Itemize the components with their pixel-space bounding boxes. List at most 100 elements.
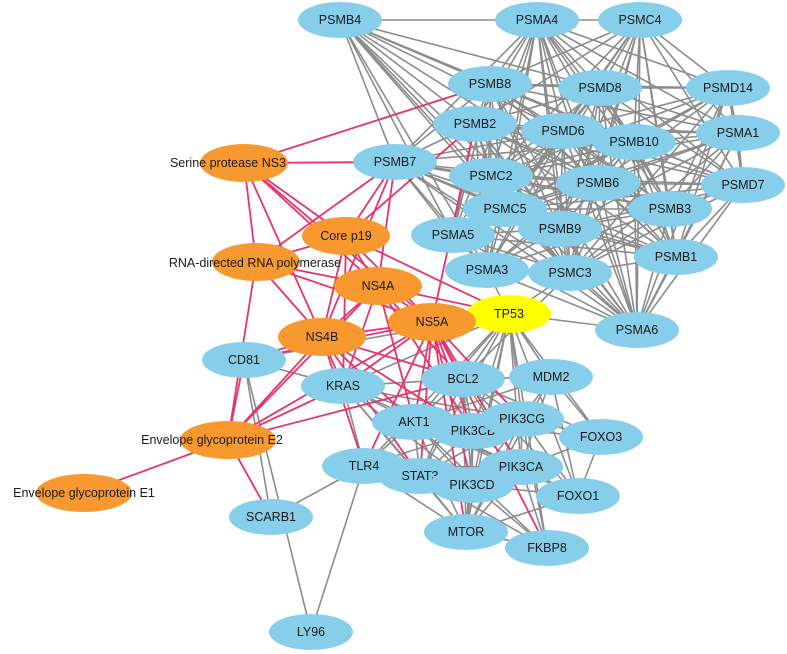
node-shape-ns3[interactable] — [200, 144, 288, 182]
node-psmb3[interactable]: PSMB3 — [628, 191, 712, 227]
node-label-psmb2: PSMB2 — [454, 117, 496, 131]
node-psmd14[interactable]: PSMD14 — [686, 70, 770, 106]
node-shape-psmb1[interactable] — [634, 239, 718, 275]
node-shape-core[interactable] — [302, 217, 390, 255]
node-shape-foxo3[interactable] — [559, 419, 643, 455]
node-shape-psmb4[interactable] — [298, 2, 382, 38]
node-psmc3[interactable]: PSMC3 — [528, 255, 612, 291]
node-shape-psmc4[interactable] — [598, 2, 682, 38]
host-edge-bcl2-foxo1 — [462, 378, 579, 497]
node-psma3[interactable]: PSMA3 — [445, 252, 529, 288]
node-psma4[interactable]: PSMA4 — [495, 2, 579, 38]
node-shape-pik3cg[interactable] — [480, 401, 564, 437]
node-shape-e2[interactable] — [180, 421, 276, 459]
node-shape-rdrp[interactable] — [212, 243, 300, 281]
node-shape-psma5[interactable] — [411, 217, 495, 253]
node-shape-psma4[interactable] — [495, 2, 579, 38]
node-shape-ns4a[interactable] — [334, 267, 422, 305]
host-edge-tp53-pik3ca — [508, 313, 522, 468]
node-psmb2[interactable]: PSMB2 — [433, 106, 517, 142]
node-shape-fkbp8[interactable] — [505, 530, 589, 566]
node-kras[interactable]: KRAS — [301, 368, 385, 404]
node-psmb1[interactable]: PSMB1 — [634, 239, 718, 275]
node-foxo3[interactable]: FOXO3 — [559, 419, 643, 455]
node-shape-psmc3[interactable] — [528, 255, 612, 291]
node-shape-bcl2[interactable] — [421, 361, 505, 397]
node-shape-ns5a[interactable] — [388, 303, 476, 341]
node-ns4b[interactable]: NS4B — [278, 318, 366, 356]
node-shape-pik3ca[interactable] — [479, 449, 563, 485]
node-e2[interactable]: Envelope glycoprotein E2 — [141, 421, 283, 459]
node-shape-psma6[interactable] — [595, 312, 679, 348]
node-psmb4[interactable]: PSMB4 — [298, 2, 382, 38]
node-shape-tp53[interactable] — [467, 295, 551, 333]
node-rdrp[interactable]: RNA-directed RNA polymerase — [169, 243, 341, 281]
node-pik3ca[interactable]: PIK3CA — [479, 449, 563, 485]
node-psmc4[interactable]: PSMC4 — [598, 2, 682, 38]
host-edge-psmb4-psmb2 — [339, 19, 476, 125]
node-psmd8[interactable]: PSMD8 — [558, 70, 642, 106]
node-shape-kras[interactable] — [301, 368, 385, 404]
node-shape-psmd8[interactable] — [558, 70, 642, 106]
node-label-bcl2: BCL2 — [447, 372, 478, 386]
node-shape-psmc5[interactable] — [463, 191, 547, 227]
node-shape-psmd7[interactable] — [701, 167, 785, 203]
node-shape-psma3[interactable] — [445, 252, 529, 288]
node-tp53[interactable]: TP53 — [467, 295, 551, 333]
node-shape-psmd6[interactable] — [521, 113, 605, 149]
node-shape-cd81[interactable] — [202, 342, 286, 378]
node-psma5[interactable]: PSMA5 — [411, 217, 495, 253]
host-edge-psmd8-psmb1 — [599, 87, 677, 258]
node-psmd7[interactable]: PSMD7 — [701, 167, 785, 203]
node-shape-mdm2[interactable] — [509, 359, 593, 395]
node-shape-e1[interactable] — [36, 474, 132, 512]
node-psmc2[interactable]: PSMC2 — [449, 158, 533, 194]
node-pik3cg[interactable]: PIK3CG — [480, 401, 564, 437]
node-label-psma3: PSMA3 — [466, 263, 508, 277]
node-shape-psmc2[interactable] — [449, 158, 533, 194]
node-psmb10[interactable]: PSMB10 — [592, 124, 676, 160]
node-e1[interactable]: Envelope glycoprotein E1 — [13, 474, 155, 512]
node-shape-psmb8[interactable] — [448, 66, 532, 102]
node-psmc5[interactable]: PSMC5 — [463, 191, 547, 227]
node-psmb8[interactable]: PSMB8 — [448, 66, 532, 102]
node-ly96[interactable]: LY96 — [269, 614, 353, 650]
node-ns5a[interactable]: NS5A — [388, 303, 476, 341]
node-shape-ly96[interactable] — [269, 614, 353, 650]
node-psmb6[interactable]: PSMB6 — [556, 165, 640, 201]
node-shape-psmb2[interactable] — [433, 106, 517, 142]
node-psmb7[interactable]: PSMB7 — [353, 144, 437, 180]
viral-edge-ns3-psmb8 — [243, 83, 491, 164]
node-psma1[interactable]: PSMA1 — [696, 115, 780, 151]
node-shape-foxo1[interactable] — [536, 478, 620, 514]
node-fkbp8[interactable]: FKBP8 — [505, 530, 589, 566]
node-shape-ns4b[interactable] — [278, 318, 366, 356]
node-ns3[interactable]: Serine protease NS3 — [170, 144, 288, 182]
node-mtor[interactable]: MTOR — [424, 514, 508, 550]
node-ns4a[interactable]: NS4A — [334, 267, 422, 305]
node-shape-psmb10[interactable] — [592, 124, 676, 160]
node-shape-psmb9[interactable] — [518, 211, 602, 247]
node-cd81[interactable]: CD81 — [202, 342, 286, 378]
node-shape-scarb1[interactable] — [229, 499, 313, 535]
node-shape-mtor[interactable] — [424, 514, 508, 550]
node-psmd6[interactable]: PSMD6 — [521, 113, 605, 149]
node-mdm2[interactable]: MDM2 — [509, 359, 593, 395]
node-shape-psma1[interactable] — [696, 115, 780, 151]
node-scarb1[interactable]: SCARB1 — [229, 499, 313, 535]
node-label-psmd6: PSMD6 — [541, 124, 584, 138]
node-label-psmc3: PSMC3 — [548, 266, 591, 280]
host-edge-psmb4-psmd6 — [339, 19, 564, 132]
node-psma6[interactable]: PSMA6 — [595, 312, 679, 348]
node-shape-psmb6[interactable] — [556, 165, 640, 201]
node-shape-psmd14[interactable] — [686, 70, 770, 106]
node-label-psma6: PSMA6 — [616, 323, 658, 337]
node-psmb9[interactable]: PSMB9 — [518, 211, 602, 247]
host-edge-psmb10-psma6 — [633, 141, 638, 331]
node-shape-psmb7[interactable] — [353, 144, 437, 180]
node-foxo1[interactable]: FOXO1 — [536, 478, 620, 514]
node-core[interactable]: Core p19 — [302, 217, 390, 255]
node-shape-psmb3[interactable] — [628, 191, 712, 227]
node-bcl2[interactable]: BCL2 — [421, 361, 505, 397]
node-label-pik3cb: PIK3CB — [451, 424, 495, 438]
